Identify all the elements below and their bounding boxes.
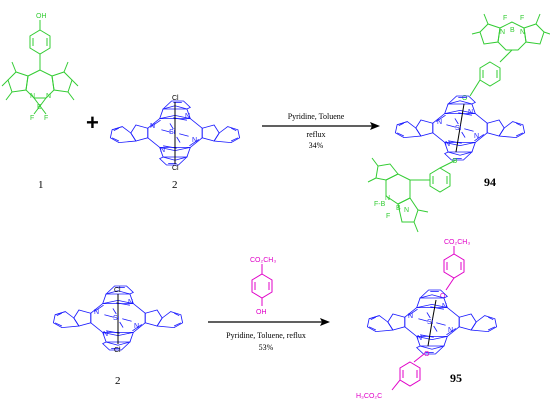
methyl-4-hydroxybenzoate: [251, 264, 273, 306]
p95-o-top: O: [440, 293, 446, 300]
n-r2-c: N: [128, 299, 133, 306]
bodipy-f2: F: [44, 115, 48, 122]
p94-bot-f: F: [386, 213, 390, 220]
p95-n-a: N: [408, 313, 413, 320]
n-r1-a: N: [150, 123, 155, 130]
conditions-1-yield: 34%: [309, 141, 324, 150]
si-r1: Si: [169, 129, 176, 136]
compound-1-bodipy-phenol: [1, 20, 79, 115]
p94-top-n2: N: [520, 29, 525, 36]
p94-top-o: O: [462, 95, 468, 102]
bodipy-b: B: [37, 104, 42, 111]
conditions-1-solvents: Pyridine, Toluene: [288, 112, 345, 121]
n-r1-d: N: [160, 147, 165, 154]
p94-bot-n1: N: [385, 195, 390, 202]
p94-n-d: N: [445, 141, 450, 148]
n-r2-b: N: [134, 323, 139, 330]
p95-n-c: N: [442, 303, 447, 310]
n-r2-a: N: [94, 309, 99, 316]
p94-top-f1: F: [503, 15, 507, 22]
p95-ester-bottom: H₃CO₂C: [356, 393, 382, 400]
n-r2-d: N: [103, 331, 108, 338]
p94-top-f2: F: [520, 15, 524, 22]
compound-label-2-bottom: 2: [115, 375, 121, 387]
cl-bottom-r2: Cl: [114, 347, 121, 354]
ester-label-reagent: CO₂CH₃: [250, 257, 276, 264]
p95-n-b: N: [448, 327, 453, 334]
conditions-2-solvents: Pyridine, Toluene, reflux: [226, 331, 306, 340]
p94-n-c: N: [468, 109, 473, 116]
compound-2-sipc-cl2: [109, 100, 241, 166]
cl-top-r2: Cl: [114, 287, 121, 294]
si-r2: Si: [113, 315, 120, 322]
cl-top-r1: Cl: [172, 95, 179, 102]
p94-bot-o: O: [452, 158, 458, 165]
p94-bot-fb: F-B: [374, 201, 386, 208]
reaction-arrow-1: [262, 122, 380, 130]
p95-ester-top: CO₂CH₃: [444, 239, 470, 246]
n-r1-c: N: [185, 113, 190, 120]
cl-bottom-r1: Cl: [172, 165, 179, 172]
hydroxyl-label-reagent: OH: [256, 309, 267, 316]
compound-label-95: 95: [450, 371, 462, 385]
compound-2-sipc-cl2-second: [52, 285, 184, 351]
bodipy-n-left: N: [30, 93, 35, 100]
bodipy-n-right: N: [46, 93, 51, 100]
p94-top-n1: N: [500, 29, 505, 36]
reaction-arrow-2: [208, 318, 330, 326]
compound-label-1: 1: [38, 179, 44, 191]
plus-sign: +: [86, 110, 99, 135]
p95-o-bottom: O: [424, 351, 430, 358]
compound-label-94: 94: [484, 175, 496, 189]
product-95: CO₂CH₃ O O H₃CO₂C Si N N N N: [356, 239, 498, 400]
p94-bot-b: B: [396, 205, 401, 212]
p94-n-b: N: [474, 133, 479, 140]
product-94: B N N F F O O N B F-B F N Si: [367, 13, 550, 233]
p94-top-b: B: [510, 27, 515, 34]
conditions-1-reflux: reflux: [306, 130, 325, 139]
p94-n-a: N: [437, 119, 442, 126]
p95-n-d: N: [417, 335, 422, 342]
compound-label-2-top: 2: [172, 179, 178, 191]
n-r1-b: N: [192, 137, 197, 144]
bodipy-f1: F: [30, 115, 34, 122]
p94-si: Si: [455, 125, 462, 132]
conditions-2-yield: 53%: [259, 343, 274, 352]
hydroxyl-label: OH: [36, 13, 47, 20]
p95-si: Si: [427, 319, 434, 326]
p94-bot-n2: N: [404, 207, 409, 214]
